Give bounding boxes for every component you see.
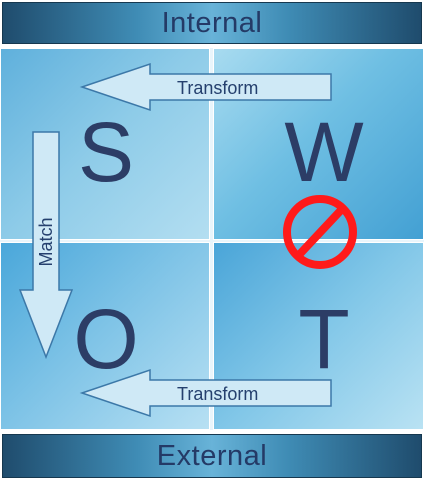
- match-arrow: [18, 131, 74, 360]
- prohibition-icon: [283, 195, 357, 269]
- threats-letter: T: [298, 292, 350, 386]
- external-banner: External: [2, 434, 422, 478]
- transform-arrow-bottom: [79, 368, 332, 418]
- match-label: Match: [36, 217, 56, 267]
- transform-label-top: Transform: [177, 78, 259, 98]
- transform-label-bottom: Transform: [177, 384, 259, 404]
- internal-banner: Internal: [2, 2, 422, 44]
- internal-label: Internal: [161, 6, 263, 39]
- weaknesses-letter: W: [284, 105, 364, 199]
- external-label: External: [156, 439, 268, 472]
- strengths-letter: S: [77, 105, 135, 199]
- opportunities-letter: O: [73, 292, 139, 386]
- transform-arrow-top: [79, 62, 332, 112]
